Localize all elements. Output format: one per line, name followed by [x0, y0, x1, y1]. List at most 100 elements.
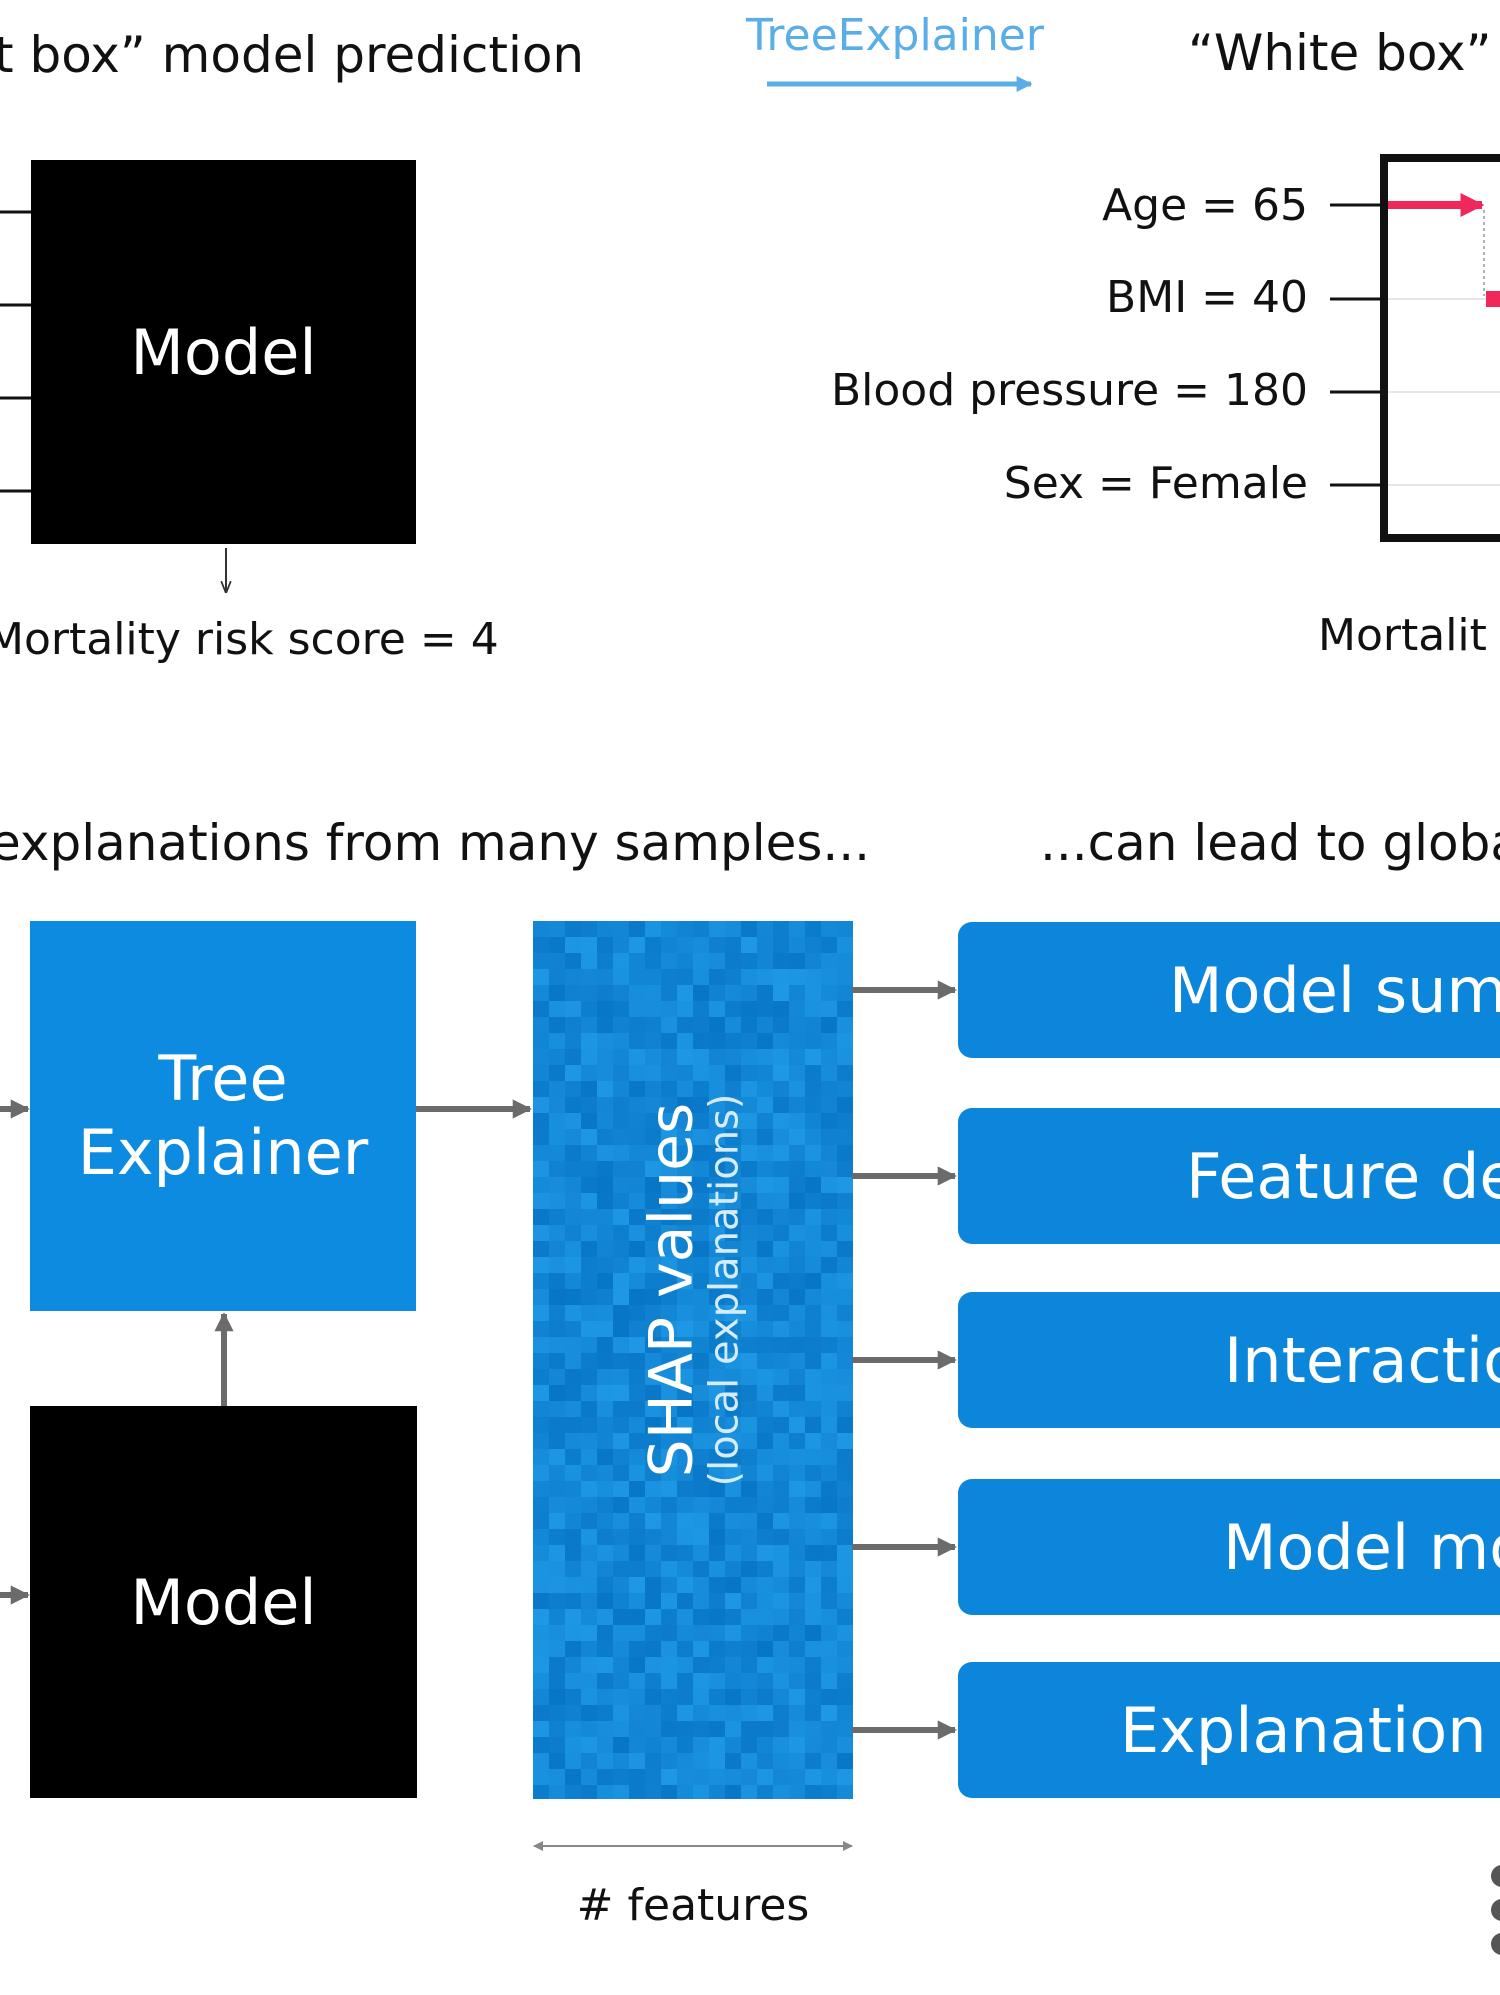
- shap-matrix-cell: [821, 1241, 837, 1257]
- shap-matrix-cell: [597, 1129, 613, 1145]
- shap-matrix-cell: [837, 1641, 853, 1657]
- ellipsis-dot-3: [1491, 1933, 1500, 1955]
- shap-matrix-cell: [629, 1753, 645, 1769]
- shap-matrix-cell: [645, 1753, 661, 1769]
- shap-matrix-cell: [597, 1497, 613, 1513]
- shap-matrix-cell: [725, 1497, 741, 1513]
- shap-matrix-cell: [693, 1017, 709, 1033]
- shap-matrix-cell: [709, 1705, 725, 1721]
- shap-matrix-cell: [629, 1065, 645, 1081]
- shap-matrix-cell: [693, 1609, 709, 1625]
- shap-matrix-cell: [805, 1721, 821, 1737]
- tree-explainer-box: Tree Explainer: [30, 921, 416, 1311]
- shap-matrix-cell: [757, 1209, 773, 1225]
- shap-matrix-cell: [757, 1065, 773, 1081]
- shap-matrix-cell: [565, 1305, 581, 1321]
- shap-matrix-cell: [597, 1289, 613, 1305]
- shap-matrix-cell: [773, 1449, 789, 1465]
- output-model-summary: Model sum: [958, 922, 1500, 1058]
- shap-matrix-cell: [613, 1017, 629, 1033]
- shap-matrix-cell: [789, 1737, 805, 1753]
- shap-matrix-cell: [757, 1353, 773, 1369]
- shap-matrix-cell: [837, 1673, 853, 1689]
- shap-matrix-cell: [645, 1049, 661, 1065]
- shap-matrix-cell: [613, 1513, 629, 1529]
- shap-matrix-cell: [613, 1097, 629, 1113]
- shap-matrix-cell: [757, 1625, 773, 1641]
- shap-matrix-cell: [645, 1785, 661, 1799]
- shap-matrix-cell: [533, 1129, 549, 1145]
- shap-matrix-cell: [533, 1753, 549, 1769]
- shap-matrix-cell: [565, 1145, 581, 1161]
- shap-matrix-cell: [581, 1113, 597, 1129]
- shap-matrix-cell: [549, 1417, 565, 1433]
- shap-matrix-cell: [549, 1353, 565, 1369]
- shap-matrix-cell: [837, 1689, 853, 1705]
- shap-matrix-cell: [645, 1529, 661, 1545]
- shap-matrix-cell: [725, 953, 741, 969]
- output-interactions: Interactio: [958, 1292, 1500, 1428]
- shap-matrix-cell: [565, 1417, 581, 1433]
- shap-matrix-cell: [757, 1001, 773, 1017]
- shap-matrix-cell: [677, 1753, 693, 1769]
- shap-matrix-cell: [789, 1177, 805, 1193]
- shap-matrix-cell: [533, 1625, 549, 1641]
- shap-matrix-cell: [581, 1705, 597, 1721]
- output-label-interactions: Interactio: [1224, 1323, 1500, 1397]
- bottom-model-label: Model: [130, 1565, 317, 1639]
- shap-matrix-cell: [677, 1577, 693, 1593]
- shap-matrix-cell: [789, 1017, 805, 1033]
- shap-matrix-cell: [693, 1673, 709, 1689]
- shap-matrix-cell: [581, 1641, 597, 1657]
- shap-matrix-cell: [757, 1129, 773, 1145]
- shap-matrix-cell: [549, 1017, 565, 1033]
- shap-matrix-cell: [549, 1561, 565, 1577]
- shap-matrix-cell: [661, 969, 677, 985]
- shap-matrix-cell: [613, 1657, 629, 1673]
- shap-matrix-cell: [677, 1657, 693, 1673]
- shap-matrix-cell: [629, 937, 645, 953]
- shap-matrix-cell: [565, 1561, 581, 1577]
- shap-matrix-cell: [613, 1385, 629, 1401]
- shap-matrix-cell: [837, 1305, 853, 1321]
- shap-matrix-cell: [821, 1017, 837, 1033]
- shap-matrix-cell: [709, 1689, 725, 1705]
- shap-matrix-cell: [693, 1001, 709, 1017]
- shap-matrix-cell: [789, 1673, 805, 1689]
- shap-matrix-cell: [533, 1209, 549, 1225]
- shap-matrix-cell: [629, 1593, 645, 1609]
- shap-matrix-cell: [821, 1113, 837, 1129]
- shap-matrix-cell: [677, 1769, 693, 1785]
- shap-matrix-cell: [757, 1193, 773, 1209]
- shap-matrix-cell: [789, 1481, 805, 1497]
- shap-matrix-cell: [565, 1657, 581, 1673]
- shap-matrix-cell: [645, 937, 661, 953]
- shap-matrix-cell: [805, 1769, 821, 1785]
- shap-matrix-cell: [805, 1433, 821, 1449]
- shap-matrix-cell: [805, 1417, 821, 1433]
- shap-matrix-cell: [773, 1385, 789, 1401]
- shap-matrix-cell: [837, 1769, 853, 1785]
- shap-matrix-cell: [789, 985, 805, 1001]
- shap-matrix-cell: [805, 985, 821, 1001]
- shap-matrix-cell: [613, 1721, 629, 1737]
- shap-matrix-cell: [533, 1497, 549, 1513]
- shap-matrix-cell: [549, 1497, 565, 1513]
- shap-matrix-cell: [645, 1705, 661, 1721]
- shap-matrix-cell: [533, 1257, 549, 1273]
- shap-matrix-cell: [789, 1193, 805, 1209]
- shap-matrix-cell: [693, 1721, 709, 1737]
- shap-matrix-cell: [533, 1017, 549, 1033]
- top-output-label: Mortality risk score = 4: [0, 614, 499, 665]
- shap-matrix-cell: [677, 1049, 693, 1065]
- shap-matrix-cell: [693, 1497, 709, 1513]
- shap-matrix-cell: [565, 1513, 581, 1529]
- shap-matrix-cell: [581, 1513, 597, 1529]
- shap-matrix-cell: [533, 1337, 549, 1353]
- shap-matrix-cell: [837, 1369, 853, 1385]
- shap-matrix-cell: [741, 1673, 757, 1689]
- shap-matrix-cell: [677, 937, 693, 953]
- shap-matrix-cell: [549, 1097, 565, 1113]
- shap-matrix-cell: [597, 937, 613, 953]
- shap-matrix-cell: [549, 1337, 565, 1353]
